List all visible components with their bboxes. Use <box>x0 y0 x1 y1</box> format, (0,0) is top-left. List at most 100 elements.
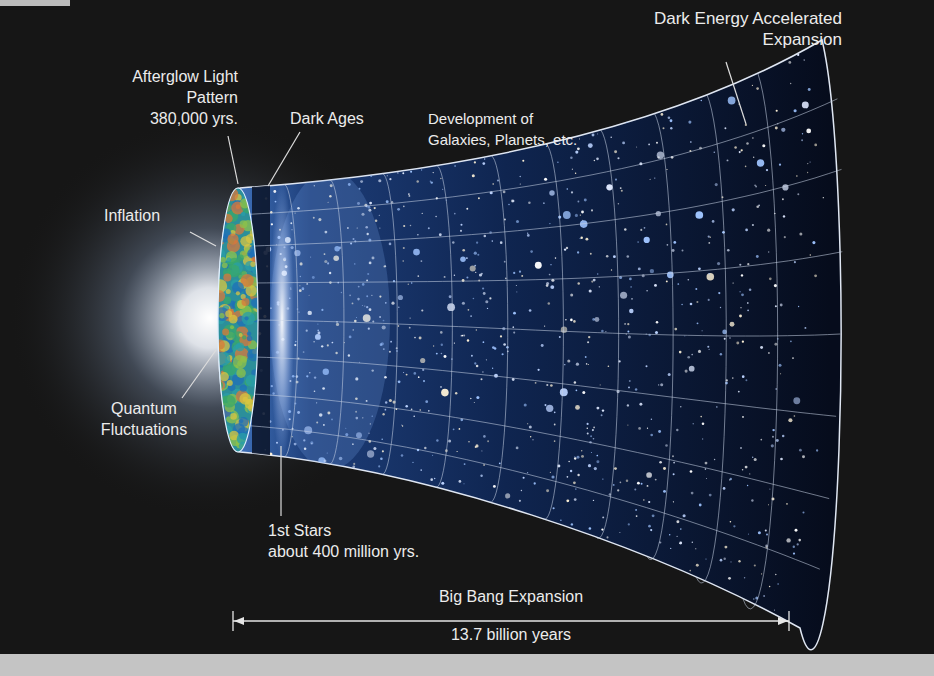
galaxy-dot <box>707 273 715 281</box>
galaxy-dot <box>402 260 404 262</box>
galaxy-dot <box>745 166 747 168</box>
galaxy-dot <box>683 514 686 517</box>
galaxy-dot <box>689 570 691 572</box>
pattern-spot <box>219 436 232 449</box>
galaxy-dot <box>461 335 463 337</box>
galaxy-dot <box>593 427 595 429</box>
afterglow-rim <box>218 188 258 452</box>
galaxy-dot <box>548 302 551 305</box>
galaxy-dot <box>809 161 810 162</box>
galaxy-dot <box>782 198 784 200</box>
galaxy-dot <box>771 444 774 447</box>
galaxy-dot <box>549 190 554 195</box>
galaxy-dot <box>775 574 777 576</box>
galaxy-dot <box>397 208 400 211</box>
galaxy-dot <box>587 427 589 429</box>
galaxy-dot <box>513 272 515 274</box>
pattern-spot <box>242 298 250 306</box>
galaxy-dot <box>769 277 772 280</box>
pattern-spot <box>218 446 223 451</box>
galaxy-dot <box>799 449 802 452</box>
galaxy-dot <box>756 255 759 258</box>
galaxy-dot <box>470 315 472 317</box>
pattern-spot <box>236 204 241 209</box>
galaxy-dot <box>389 351 391 353</box>
galaxy-dot <box>554 440 556 442</box>
arrow-head <box>778 617 788 625</box>
galaxy-dot <box>440 386 442 388</box>
galaxy-dot <box>492 183 494 185</box>
galaxy-dot <box>774 343 777 346</box>
galaxy-dot <box>660 383 663 386</box>
galaxy-dot <box>807 172 808 173</box>
galaxy-dot <box>468 309 470 311</box>
galaxy-dot <box>409 327 411 329</box>
galaxy-dot <box>593 500 594 501</box>
galaxy-dot <box>644 237 650 243</box>
pattern-spot <box>250 262 255 267</box>
galaxy-dot <box>793 546 795 548</box>
galaxy-dot <box>602 479 603 480</box>
galaxy-dot <box>441 482 444 485</box>
galaxy-dot <box>635 388 637 390</box>
galaxy-dot <box>474 265 476 267</box>
galaxy-dot <box>411 408 413 410</box>
galaxy-dot <box>484 235 487 238</box>
galaxy-dot <box>588 464 591 467</box>
galaxy-dot <box>619 532 620 533</box>
galaxy-dot <box>823 197 824 198</box>
pattern-spot <box>236 368 246 378</box>
galaxy-dot <box>775 305 777 307</box>
pattern-spot <box>217 188 225 196</box>
galaxy-dot <box>756 87 759 90</box>
galaxy-dot <box>508 204 509 205</box>
galaxy-dot <box>430 181 432 183</box>
galaxy-dot <box>439 233 442 236</box>
galaxy-dot <box>730 521 732 523</box>
galaxy-dot <box>673 462 675 464</box>
galaxy-dot <box>738 391 740 393</box>
galaxy-dot <box>614 150 617 153</box>
galaxy-dot <box>462 249 465 252</box>
galaxy-dot <box>580 238 581 239</box>
galaxy-dot <box>638 427 641 430</box>
galaxy-dot <box>681 304 683 306</box>
galaxy-dot <box>693 423 694 424</box>
galaxy-dot <box>588 336 590 338</box>
pattern-spot <box>251 298 261 308</box>
galaxy-dot <box>762 144 765 147</box>
span-tick <box>788 611 789 631</box>
galaxy-dot <box>628 335 631 338</box>
galaxy-dot <box>806 129 811 134</box>
galaxy-dot <box>720 353 722 355</box>
galaxy-dot <box>516 220 519 223</box>
galaxy-dot <box>650 434 653 437</box>
galaxy-dot <box>572 169 573 170</box>
grid-line <box>253 357 836 416</box>
galaxy-dot <box>754 564 756 566</box>
galaxy-dot <box>741 293 744 296</box>
galaxy-dot <box>786 503 788 505</box>
galaxy-dot <box>802 455 805 458</box>
galaxy-dot <box>573 320 576 323</box>
galaxy-dot <box>644 227 646 229</box>
galaxy-dot <box>673 241 676 244</box>
annotation-label: Afterglow Light Pattern 380,000 yrs. <box>126 66 238 129</box>
galaxy-dot <box>398 380 401 383</box>
galaxy-dot <box>487 440 489 442</box>
galaxy-dot <box>570 470 572 472</box>
galaxy-dot <box>567 476 569 478</box>
galaxy-dot <box>636 147 637 148</box>
galaxy-dot <box>740 307 741 308</box>
galaxy-dot <box>797 54 799 56</box>
galaxy-dot <box>492 240 494 242</box>
galaxy-dot <box>776 439 779 442</box>
galaxy-dot <box>551 475 554 478</box>
galaxy-dot <box>724 338 726 340</box>
galaxy-dot <box>441 353 443 355</box>
galaxy-dot <box>408 193 410 195</box>
galaxy-dot <box>759 606 760 607</box>
galaxy-dot <box>585 238 588 241</box>
galaxy-dot <box>420 260 422 262</box>
